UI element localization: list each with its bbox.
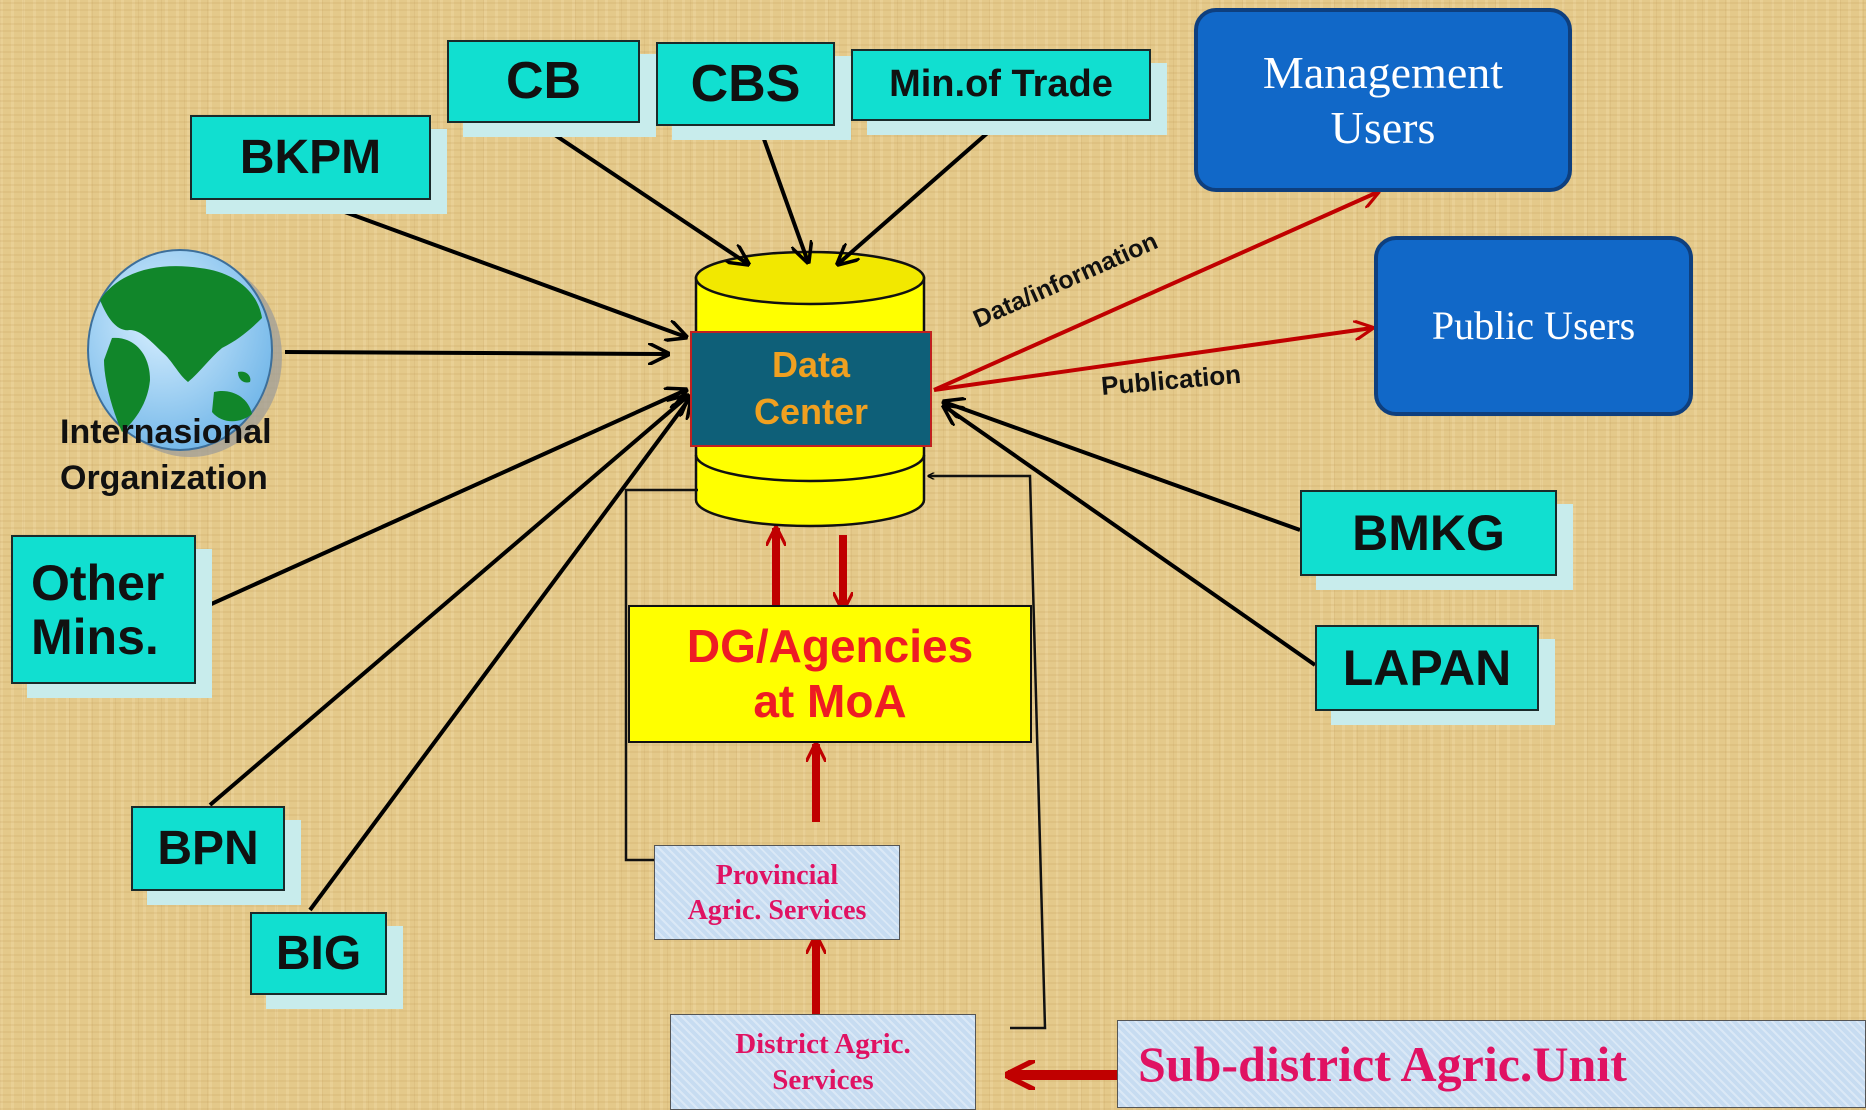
- subdistrict-agric-label: Sub-district Agric.Unit: [1138, 1035, 1627, 1092]
- arrow-data-center-to-public: [933, 328, 1372, 392]
- line-data-center-to-provincial: [624, 488, 698, 860]
- inbound-data-arrows: [197, 120, 1317, 912]
- source-box-min-trade: Min.of Trade: [851, 49, 1151, 121]
- source-box-other-mins: Other Mins.: [11, 535, 196, 684]
- source-label-bkpm: BKPM: [239, 130, 382, 184]
- source-box-bmkg: BMKG: [1300, 490, 1557, 576]
- feedback-lines: [624, 476, 1047, 1030]
- globe-icon: [87, 249, 282, 457]
- arrow-big-to-data-center: [308, 398, 690, 912]
- arrow-cb-to-data-center: [538, 123, 748, 264]
- public-users-box: Public Users: [1374, 236, 1693, 416]
- dg-agencies-label: DG/Agencies at MoA: [686, 619, 974, 727]
- source-label-min-trade: Min.of Trade: [889, 63, 1113, 106]
- source-label-lapan: LAPAN: [1342, 640, 1512, 696]
- edge-label-data-information: Data/information: [969, 227, 1162, 333]
- source-label-bmkg: BMKG: [1352, 505, 1505, 561]
- arrow-other-mins-to-data-center: [197, 390, 686, 612]
- management-users-label: Management Users: [1262, 46, 1504, 153]
- public-users-label: Public Users: [1431, 303, 1636, 348]
- source-box-lapan: LAPAN: [1315, 625, 1539, 711]
- district-agric-label: District Agric. Services: [735, 1027, 911, 1096]
- source-box-cb: CB: [447, 40, 640, 123]
- arrow-lapan-to-data-center: [944, 406, 1317, 667]
- arrow-intl-org-to-data-center: [284, 352, 668, 354]
- source-box-bkpm: BKPM: [190, 115, 431, 200]
- dg-agencies-box: DG/Agencies at MoA: [628, 605, 1032, 743]
- data-center-label: Data Center: [753, 344, 869, 432]
- line-district-to-data-center: [928, 476, 1047, 1030]
- source-label-cbs: CBS: [690, 54, 801, 113]
- arrow-cbs-to-data-center: [758, 127, 808, 262]
- dg-exchange-arrows: [776, 528, 843, 1014]
- outbound-data-arrows: [933, 192, 1378, 392]
- district-agric-box: District Agric. Services: [670, 1014, 976, 1110]
- source-box-big: BIG: [250, 912, 387, 995]
- source-box-bpn: BPN: [131, 806, 285, 891]
- arrow-min-trade-to-data-center: [838, 120, 1002, 264]
- source-label-bpn: BPN: [157, 821, 259, 875]
- management-users-box: Management Users: [1194, 8, 1572, 192]
- intl-org-label: Internasional Organization: [60, 413, 272, 497]
- source-label-big: BIG: [275, 926, 362, 980]
- data-center-box: Data Center: [690, 331, 932, 447]
- provincial-agric-box: Provincial Agric. Services: [654, 845, 900, 940]
- arrow-bpn-to-data-center: [208, 396, 688, 807]
- arrow-data-center-to-management: [933, 192, 1378, 392]
- source-box-cbs: CBS: [656, 42, 835, 126]
- arrow-bmkg-to-data-center: [944, 402, 1301, 532]
- source-label-cb: CB: [505, 52, 582, 111]
- arrow-bkpm-to-data-center: [311, 198, 686, 337]
- provincial-agric-label: Provincial Agric. Services: [687, 859, 867, 926]
- subdistrict-agric-box: Sub-district Agric.Unit: [1117, 1020, 1866, 1108]
- source-label-other-mins: Other Mins.: [31, 554, 165, 665]
